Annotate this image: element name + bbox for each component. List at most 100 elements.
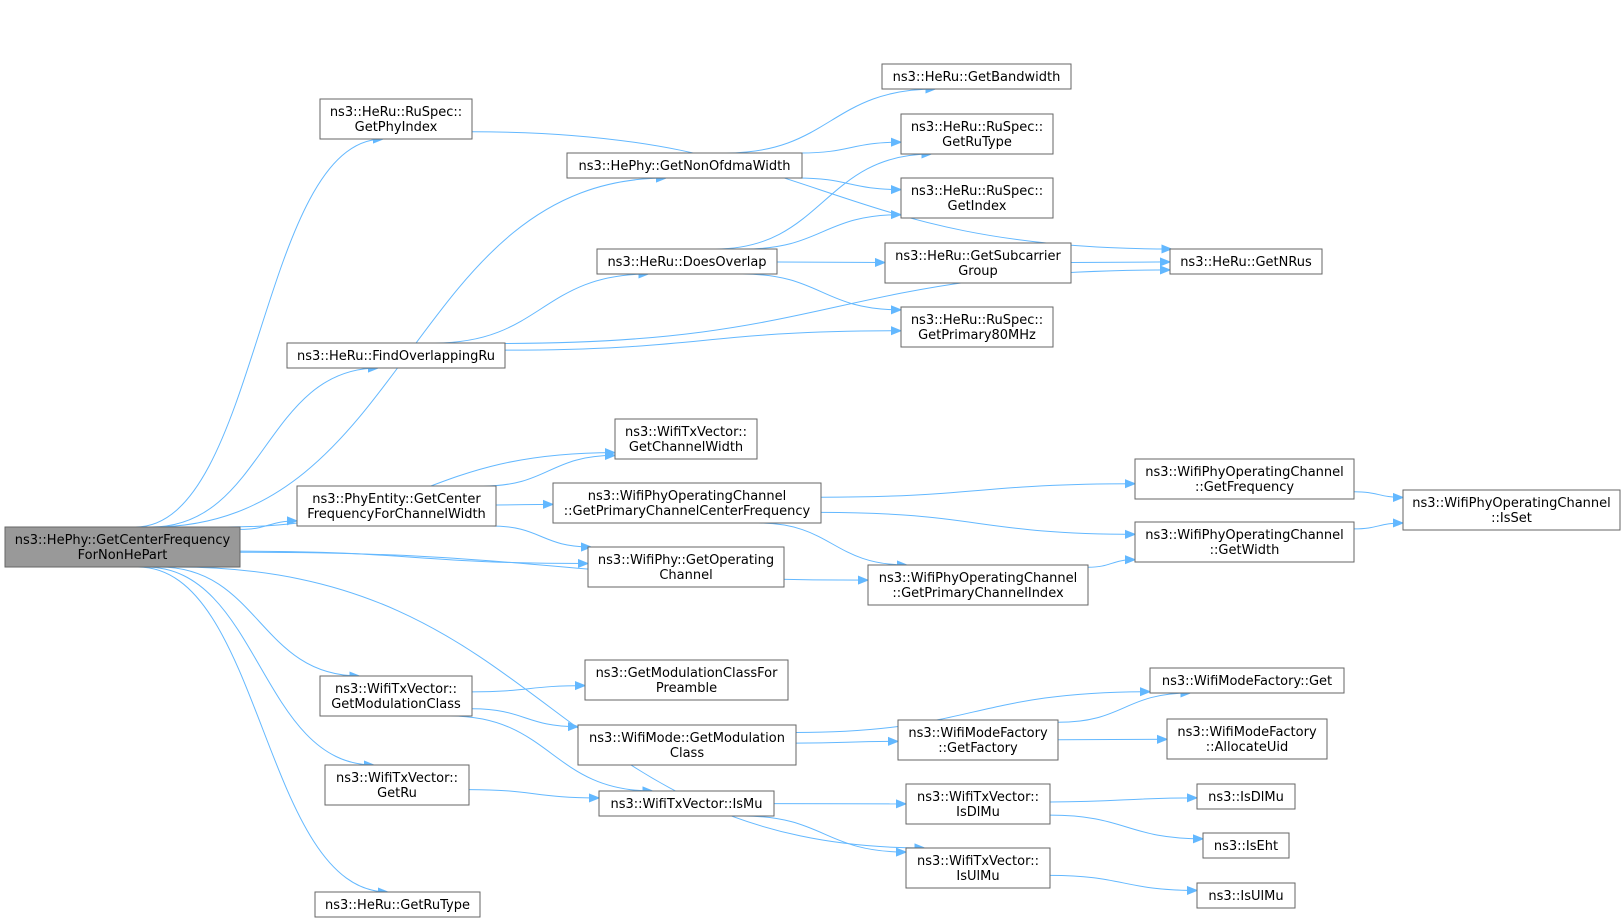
node-getBandwidth[interactable]: ns3::HeRu::GetBandwidth xyxy=(881,63,1072,90)
node-findOverlappingRu[interactable]: ns3::HeRu::FindOverlappingRu xyxy=(286,342,506,369)
node-label: ns3::WifiModeFactory::Get xyxy=(1162,674,1332,689)
node-label: ns3::WifiPhyOperatingChannel xyxy=(879,571,1078,586)
node-label: ns3::WifiTxVector:: xyxy=(625,425,747,440)
node-box xyxy=(319,675,473,717)
node-allocateUid[interactable]: ns3::WifiModeFactory::AllocateUid xyxy=(1166,718,1328,760)
node-box xyxy=(324,764,470,806)
node-box xyxy=(1402,489,1621,531)
edge-getFactory-to-modeFactoryGet xyxy=(1057,693,1190,723)
edge-doesOverlap-to-getSubcarrierGroup xyxy=(776,262,885,263)
node-label: ns3::HeRu::GetRuType xyxy=(325,898,470,913)
node-getFrequency[interactable]: ns3::WifiPhyOperatingChannel::GetFrequen… xyxy=(1134,458,1355,500)
node-getPhyIndex[interactable]: ns3::HeRu::RuSpec::GetPhyIndex xyxy=(319,98,473,140)
node-label: ns3::HeRu::GetSubcarrier xyxy=(895,249,1061,264)
node-label: ns3::WifiTxVector:: xyxy=(335,682,457,697)
node-label: ns3::IsEht xyxy=(1214,839,1278,854)
node-txIsUlMu[interactable]: ns3::WifiTxVector::IsUlMu xyxy=(905,847,1051,889)
node-label: GetPrimary80MHz xyxy=(918,328,1036,343)
edge-getPrimaryChCenterFreq-to-getPrimaryChIndex xyxy=(757,522,907,565)
node-getCenterFreqForChWidth[interactable]: ns3::PhyEntity::GetCenterFrequencyForCha… xyxy=(296,485,497,527)
node-label: ns3::WifiPhy::GetOperating xyxy=(598,553,774,568)
node-box xyxy=(900,113,1054,155)
node-label: FrequencyForChannelWidth xyxy=(307,507,486,522)
node-box xyxy=(566,152,803,179)
node-label: ForNonHePart xyxy=(78,548,168,563)
edge-txGetModulationClass-to-txIsMu xyxy=(450,715,653,791)
node-box xyxy=(614,418,758,460)
node-getWidth[interactable]: ns3::WifiPhyOperatingChannel::GetWidth xyxy=(1134,521,1355,563)
node-label: GetModulationClass xyxy=(331,697,461,712)
node-label: ns3::WifiModeFactory xyxy=(1177,725,1317,740)
node-getFactory[interactable]: ns3::WifiModeFactory::GetFactory xyxy=(897,719,1059,761)
edge-doesOverlap-to-ruSpecGetIndex xyxy=(744,215,901,250)
node-txGetModulationClass[interactable]: ns3::WifiTxVector::GetModulationClass xyxy=(319,675,473,717)
node-box xyxy=(584,659,789,701)
edge-root-to-txGetRu xyxy=(145,566,374,765)
edge-getNonOfdmaWidth-to-getBandwidth xyxy=(725,89,936,154)
node-label: ::IsSet xyxy=(1491,511,1532,526)
node-box xyxy=(1166,718,1328,760)
node-getPrimaryChCenterFreq[interactable]: ns3::WifiPhyOperatingChannel::GetPrimary… xyxy=(552,482,822,524)
node-box xyxy=(1169,248,1323,275)
node-modeGetModulationClass[interactable]: ns3::WifiMode::GetModulationClass xyxy=(577,724,797,766)
node-ruSpecGetIndex[interactable]: ns3::HeRu::RuSpec::GetIndex xyxy=(900,177,1054,219)
edge-root-to-txGetModulationClass xyxy=(159,566,359,676)
node-label: ns3::GetModulationClassFor xyxy=(596,666,779,681)
edge-getPrimaryChCenterFreq-to-getWidth xyxy=(820,511,1135,534)
node-label: ns3::HeRu::GetBandwidth xyxy=(893,70,1061,85)
edge-txIsUlMu-to-isUlMu xyxy=(1049,874,1197,890)
node-box xyxy=(881,63,1072,90)
node-ruSpecGetRuType[interactable]: ns3::HeRu::RuSpec::GetRuType xyxy=(900,113,1054,155)
node-isUlMu[interactable]: ns3::IsUlMu xyxy=(1196,882,1296,909)
node-modeFactoryGet[interactable]: ns3::WifiModeFactory::Get xyxy=(1149,667,1345,694)
node-root[interactable]: ns3::HePhy::GetCenterFrequencyForNonHePa… xyxy=(4,526,241,568)
edge-modeGetModulationClass-to-modeFactoryGet xyxy=(795,692,1150,733)
edge-getWidth-to-isSet xyxy=(1353,523,1403,530)
node-isDlMu[interactable]: ns3::IsDlMu xyxy=(1196,783,1296,810)
node-box xyxy=(1134,521,1355,563)
edge-getPrimaryChCenterFreq-to-getFrequency xyxy=(820,484,1135,498)
node-box xyxy=(4,526,241,568)
node-label: ns3::HeRu::GetNRus xyxy=(1180,255,1312,270)
node-label: ns3::HeRu::RuSpec:: xyxy=(911,184,1043,199)
node-label: ::AllocateUid xyxy=(1206,740,1288,755)
edge-txGetRu-to-txIsMu xyxy=(468,789,599,798)
node-label: IsDlMu xyxy=(956,805,1000,820)
node-label: ns3::IsDlMu xyxy=(1208,790,1284,805)
edge-getCenterFreqForChWidth-to-getOperatingChannel xyxy=(491,525,591,547)
edge-findOverlappingRu-to-getPrimary80MHz xyxy=(504,331,901,351)
node-txGetRu[interactable]: ns3::WifiTxVector::GetRu xyxy=(324,764,470,806)
node-box xyxy=(296,485,497,527)
node-getChannelWidth[interactable]: ns3::WifiTxVector::GetChannelWidth xyxy=(614,418,758,460)
node-txIsDlMu[interactable]: ns3::WifiTxVector::IsDlMu xyxy=(905,783,1051,825)
node-label: ns3::WifiTxVector:: xyxy=(917,790,1039,805)
node-label: ::GetFrequency xyxy=(1195,480,1294,495)
node-label: Channel xyxy=(659,568,712,583)
node-label: ns3::HeRu::RuSpec:: xyxy=(330,105,462,120)
node-layer: ns3::HePhy::GetCenterFrequencyForNonHePa… xyxy=(4,63,1621,918)
node-label: GetChannelWidth xyxy=(629,440,743,455)
node-label: GetIndex xyxy=(948,199,1007,214)
node-isEht[interactable]: ns3::IsEht xyxy=(1202,832,1290,859)
node-box xyxy=(596,248,778,275)
node-box xyxy=(1202,832,1290,859)
node-label: ns3::IsUlMu xyxy=(1208,889,1283,904)
node-getNRus[interactable]: ns3::HeRu::GetNRus xyxy=(1169,248,1323,275)
node-doesOverlap[interactable]: ns3::HeRu::DoesOverlap xyxy=(596,248,778,275)
node-getPrimaryChIndex[interactable]: ns3::WifiPhyOperatingChannel::GetPrimary… xyxy=(867,564,1089,606)
node-getNonOfdmaWidth[interactable]: ns3::HePhy::GetNonOfdmaWidth xyxy=(566,152,803,179)
node-isSet[interactable]: ns3::WifiPhyOperatingChannel::IsSet xyxy=(1402,489,1621,531)
node-getPrimary80MHz[interactable]: ns3::HeRu::RuSpec::GetPrimary80MHz xyxy=(900,306,1054,348)
edge-doesOverlap-to-getPrimary80MHz xyxy=(742,273,901,310)
node-box xyxy=(905,847,1051,889)
node-label: ::GetPrimaryChannelCenterFrequency xyxy=(564,504,811,519)
node-heRuGetRuType[interactable]: ns3::HeRu::GetRuType xyxy=(314,891,481,918)
edge-getNonOfdmaWidth-to-ruSpecGetRuType xyxy=(800,142,901,154)
node-box xyxy=(884,242,1072,284)
node-txIsMu[interactable]: ns3::WifiTxVector::IsMu xyxy=(598,790,775,817)
edge-root-to-getOperatingChannel xyxy=(239,550,588,563)
